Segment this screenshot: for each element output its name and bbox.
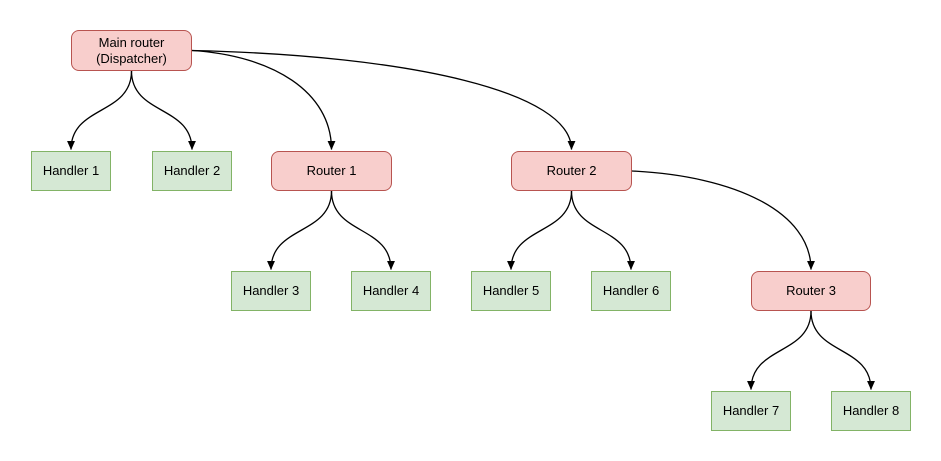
node-handler-8[interactable]: Handler 8 [831, 391, 911, 431]
node-label: Handler 4 [362, 283, 420, 298]
edge-main-to-r2 [191, 49, 576, 150]
node-label: Handler 5 [482, 283, 540, 298]
node-label: Router 3 [786, 283, 836, 298]
node-label: Handler 6 [602, 283, 660, 298]
node-label: Router 2 [546, 163, 597, 178]
node-router-1[interactable]: Router 1 [271, 151, 392, 191]
node-handler-7[interactable]: Handler 7 [711, 391, 791, 431]
node-label: Handler 7 [722, 403, 780, 418]
node-label: Handler 2 [163, 163, 221, 178]
edge-r1-to-h4 [330, 190, 395, 270]
edge-r2-to-r3 [631, 170, 815, 270]
edge-main-to-h2 [130, 70, 196, 150]
edge-main-to-h1 [67, 70, 133, 150]
node-label: Main router (Dispatcher) [96, 34, 167, 66]
node-router-3[interactable]: Router 3 [751, 271, 871, 311]
edge-r2-to-h5 [507, 190, 573, 270]
edge-r1-to-h3 [267, 190, 333, 270]
node-label: Handler 1 [42, 163, 100, 178]
node-handler-1[interactable]: Handler 1 [31, 151, 111, 191]
node-label: Handler 8 [842, 403, 900, 418]
node-router-2[interactable]: Router 2 [511, 151, 632, 191]
node-handler-2[interactable]: Handler 2 [152, 151, 232, 191]
node-handler-5[interactable]: Handler 5 [471, 271, 551, 311]
node-label: Router 1 [306, 163, 357, 178]
edge-main-to-r1 [191, 49, 336, 150]
edge-r2-to-h6 [570, 190, 635, 270]
node-handler-6[interactable]: Handler 6 [591, 271, 671, 311]
edge-r3-to-h8 [810, 310, 875, 390]
node-main-router-dispatcher[interactable]: Main router (Dispatcher) [71, 30, 192, 71]
node-handler-4[interactable]: Handler 4 [351, 271, 431, 311]
edge-r3-to-h7 [747, 310, 812, 390]
node-label: Handler 3 [242, 283, 300, 298]
node-handler-3[interactable]: Handler 3 [231, 271, 311, 311]
